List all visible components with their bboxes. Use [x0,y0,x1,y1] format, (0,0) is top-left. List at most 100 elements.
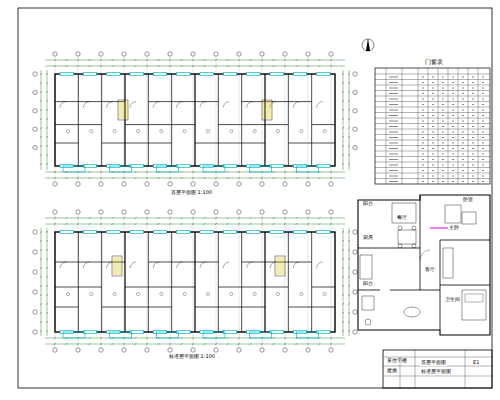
plan-stroke [66,343,68,345]
plan-stroke [375,151,490,152]
plan-stroke [440,285,490,286]
plan-stroke [312,143,335,144]
plan-stroke [153,102,159,108]
drawing-label: 客厅 [424,268,436,273]
plan-stroke [432,115,434,116]
plan-stroke [177,102,183,108]
plan-stroke [135,223,137,225]
plan-stroke [482,165,484,166]
plan-stroke [89,217,91,219]
plan-stroke [218,74,219,166]
plan-stroke [353,230,357,234]
plan-stroke [462,212,476,224]
plan-stroke [118,108,128,109]
plan-stroke [250,59,252,61]
plan-stroke [422,93,424,94]
plan-stroke [420,250,430,260]
plan-stroke [218,232,219,332]
plan-stroke [46,330,48,332]
plan-stroke [389,143,398,144]
plan-stroke [432,93,434,94]
plan-stroke [342,154,344,156]
plan-stroke [329,52,333,56]
plan-stroke [452,170,454,171]
plan-stroke [112,217,114,219]
plan-stroke [33,250,37,254]
plan-stroke [472,88,474,89]
plan-stroke [112,256,122,276]
plan-stroke [482,88,484,89]
plan-stroke [99,348,103,352]
plan-stroke [46,91,48,93]
plan-stroke [218,143,241,144]
plan-stroke [462,154,464,155]
north-arrow [366,38,370,51]
plan-stroke [422,99,424,100]
plan-stroke [78,101,101,102]
plan-stroke [448,68,449,184]
plan-stroke [442,165,444,166]
plan-stroke [262,112,272,113]
plan-stroke [99,210,103,214]
plan-stroke [148,143,171,144]
plan-stroke [442,148,444,149]
plan-stroke [153,262,159,268]
plan-stroke [319,223,321,225]
plan-stroke [308,214,309,348]
plan-stroke [389,176,398,177]
plan-stroke [135,337,137,339]
plan-stroke [148,262,171,263]
plan-stroke [422,104,424,105]
plan-stroke [375,167,490,168]
plan-stroke [375,112,490,113]
plan-stroke [312,287,335,288]
plan-stroke [135,59,137,61]
plan-stroke [89,223,91,225]
plan-stroke [55,307,78,308]
plan-stroke [204,217,206,219]
plan-stroke [462,170,464,171]
plan-stroke [237,182,241,186]
plan-stroke [342,109,344,111]
plan-stroke [452,176,454,177]
plan-stroke [296,332,318,338]
plan-stroke [348,100,350,102]
plan-stroke [358,248,420,249]
plan-stroke [293,262,299,268]
plan-stroke [390,290,440,291]
plan-stroke [40,321,42,323]
plan-stroke [110,332,132,338]
plan-stroke [398,230,416,244]
plan-stroke [262,100,272,120]
plan-stroke [472,99,474,100]
plan-stroke [360,255,372,279]
plan-stroke [432,165,434,166]
plan-stroke [168,210,172,214]
plan-stroke [342,127,344,129]
plan-stroke [375,129,490,130]
plan-stroke [348,294,350,296]
plan-stroke [237,52,241,56]
plan-stroke [462,93,464,94]
plan-stroke [156,166,178,172]
plan-stroke [66,217,68,219]
plan-stroke [323,129,326,132]
plan-stroke [472,176,474,177]
plan-stroke [78,287,101,288]
plan-stroke [285,214,286,348]
plan-stroke [191,52,195,56]
plan-stroke [342,163,344,165]
plan-stroke [78,262,101,263]
plan-stroke [442,99,444,100]
plan-stroke [389,115,398,116]
plan-stroke [348,73,350,75]
plan-stroke [253,292,256,295]
plan-stroke [348,303,350,305]
plan-stroke [46,100,48,102]
plan-stroke [472,126,474,127]
plan-stroke [46,118,48,120]
plan-stroke [63,332,85,338]
plan-stroke [306,348,310,352]
plan-stroke [288,262,311,263]
